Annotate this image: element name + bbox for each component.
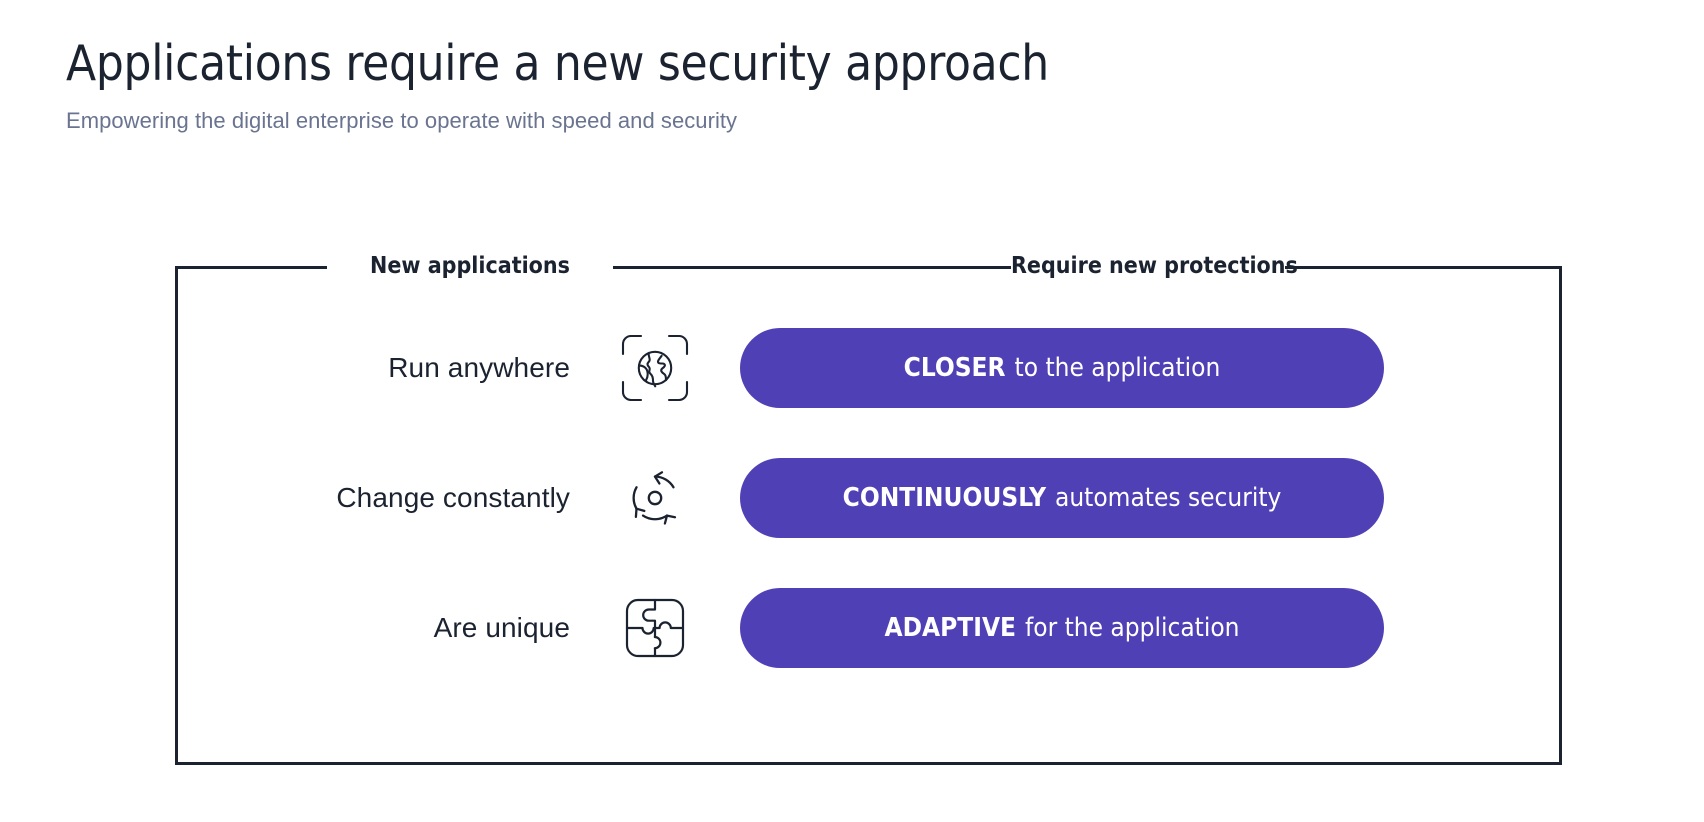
row-label-run-anywhere: Run anywhere xyxy=(388,352,570,383)
pill-body-text: automates security xyxy=(1055,483,1282,513)
pill-adaptive-for-the-application[interactable]: ADAPTIVE for the application xyxy=(740,588,1384,668)
pill-body-text: to the application xyxy=(1014,353,1221,383)
frame-border-top-segment-3 xyxy=(1285,266,1562,269)
puzzle-icon xyxy=(570,592,740,664)
pill-continuously-automates-security[interactable]: CONTINUOUSLY automates security xyxy=(740,458,1384,538)
frame-border-top-segment-1 xyxy=(175,266,327,269)
row-label-change-constantly: Change constantly xyxy=(336,482,570,513)
frame-border-right xyxy=(1559,266,1562,765)
diagram-frame: New applications Require new protections… xyxy=(175,253,1562,765)
diagram-row: Change constantly xyxy=(175,446,1562,550)
pill-emphasis-text: CLOSER xyxy=(903,353,1006,383)
globe-scan-icon xyxy=(570,332,740,404)
frame-border-left xyxy=(175,266,178,765)
frame-border-top-segment-2 xyxy=(613,266,1011,269)
refresh-cycle-icon xyxy=(570,462,740,534)
pill-closer-to-the-application[interactable]: CLOSER to the application xyxy=(740,328,1384,408)
pill-body-text: for the application xyxy=(1025,613,1240,643)
column-header-require-new-protections: Require new protections xyxy=(1011,253,1298,279)
row-label-are-unique: Are unique xyxy=(433,612,570,643)
diagram-row: Run anywhere CLOSER to the applic xyxy=(175,316,1562,420)
pill-emphasis-text: CONTINUOUSLY xyxy=(842,483,1047,513)
page-subtitle: Empowering the digital enterprise to ope… xyxy=(66,108,738,133)
page-title: Applications require a new security appr… xyxy=(66,35,1049,92)
diagram-row: Are unique ADAPTIVE for the application xyxy=(175,576,1562,680)
frame-border-bottom xyxy=(175,762,1562,765)
column-header-new-applications: New applications xyxy=(370,253,570,279)
pill-emphasis-text: ADAPTIVE xyxy=(884,613,1017,643)
